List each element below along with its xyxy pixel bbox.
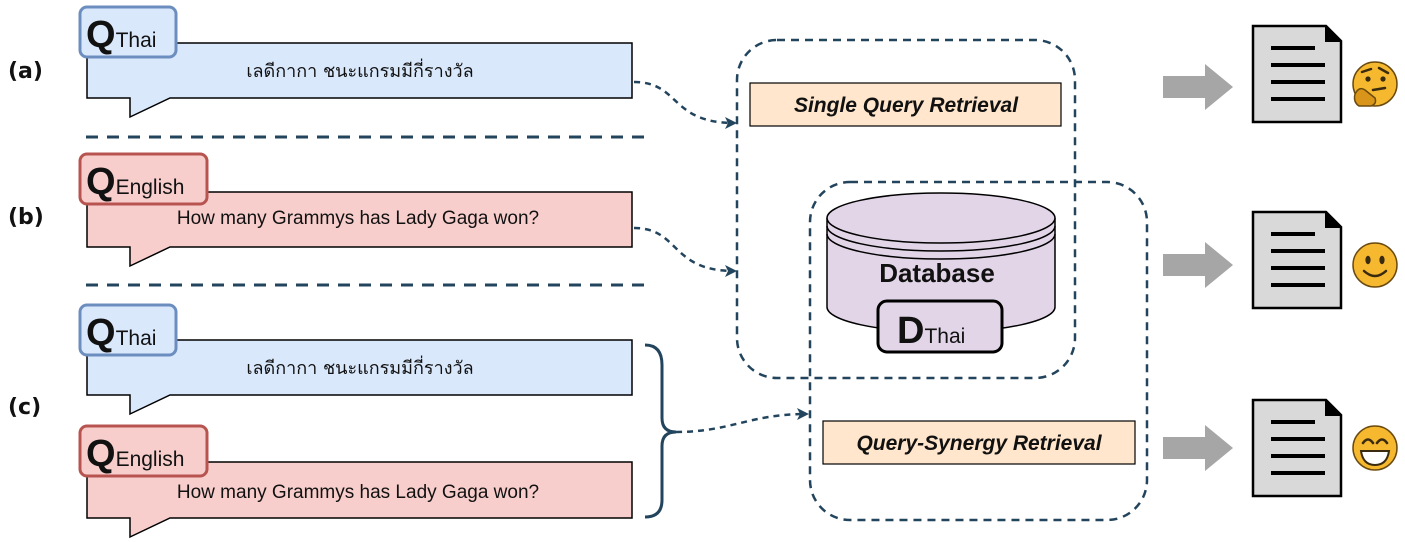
query-bubble-english-c: How many Grammys has Lady Gaga won? QEng… <box>78 424 633 539</box>
query-synergy-retrieval-label: Query-Synergy Retrieval <box>856 432 1102 455</box>
query-tag-english-b: QEnglish <box>86 161 184 203</box>
synergy-query-group <box>808 180 1149 522</box>
thinking-face-icon <box>1352 61 1398 107</box>
gray-arrow-a <box>1163 64 1233 110</box>
document-icon <box>1251 24 1343 124</box>
single-query-group <box>735 38 1077 380</box>
arrow-a-to-single <box>633 80 737 129</box>
query-bubble-english-b: How many Grammys has Lady Gaga won? QEng… <box>78 152 633 268</box>
query-text-english-c: How many Grammys has Lady Gaga won? <box>177 482 539 503</box>
arrow-b-to-single <box>633 226 737 277</box>
document-icon <box>1251 398 1343 498</box>
row-label-a: (a) <box>8 59 43 84</box>
query-bubble-thai-c: เลดีกากา ชนะแกรมมีกี่รางวัล QThai <box>78 303 633 416</box>
arrow-c-to-synergy <box>675 408 809 434</box>
curly-brace <box>644 343 677 519</box>
single-query-retrieval-box: Single Query Retrieval <box>749 82 1062 127</box>
gray-arrow-b <box>1163 242 1233 288</box>
grinning-face-icon <box>1352 425 1398 471</box>
row-label-c: (c) <box>8 395 41 420</box>
query-tag-thai-c: QThai <box>86 312 156 354</box>
row-label-b: (b) <box>8 205 44 230</box>
query-synergy-retrieval-box: Query-Synergy Retrieval <box>822 420 1136 465</box>
gray-arrow-c <box>1163 425 1233 471</box>
database-doc-tag: DThai <box>897 310 965 352</box>
query-text-english-b: How many Grammys has Lady Gaga won? <box>177 208 539 229</box>
query-text-thai-c: เลดีกากา ชนะแกรมมีกี่รางวัล <box>246 355 473 379</box>
query-text-thai-a: เลดีกากา ชนะแกรมมีกี่รางวัล <box>246 58 473 82</box>
document-icon <box>1251 210 1343 310</box>
single-query-retrieval-label: Single Query Retrieval <box>794 94 1019 117</box>
slightly-smiling-face-icon <box>1352 242 1398 288</box>
query-tag-thai-a: QThai <box>86 14 156 56</box>
query-bubble-thai-a: เลดีกากา ชนะแกรมมีกี่รางวัล QThai <box>78 5 633 119</box>
query-tag-english-c: QEnglish <box>86 433 184 475</box>
database-label: Database <box>879 258 995 288</box>
database-cylinder: Database DThai <box>826 192 1056 354</box>
